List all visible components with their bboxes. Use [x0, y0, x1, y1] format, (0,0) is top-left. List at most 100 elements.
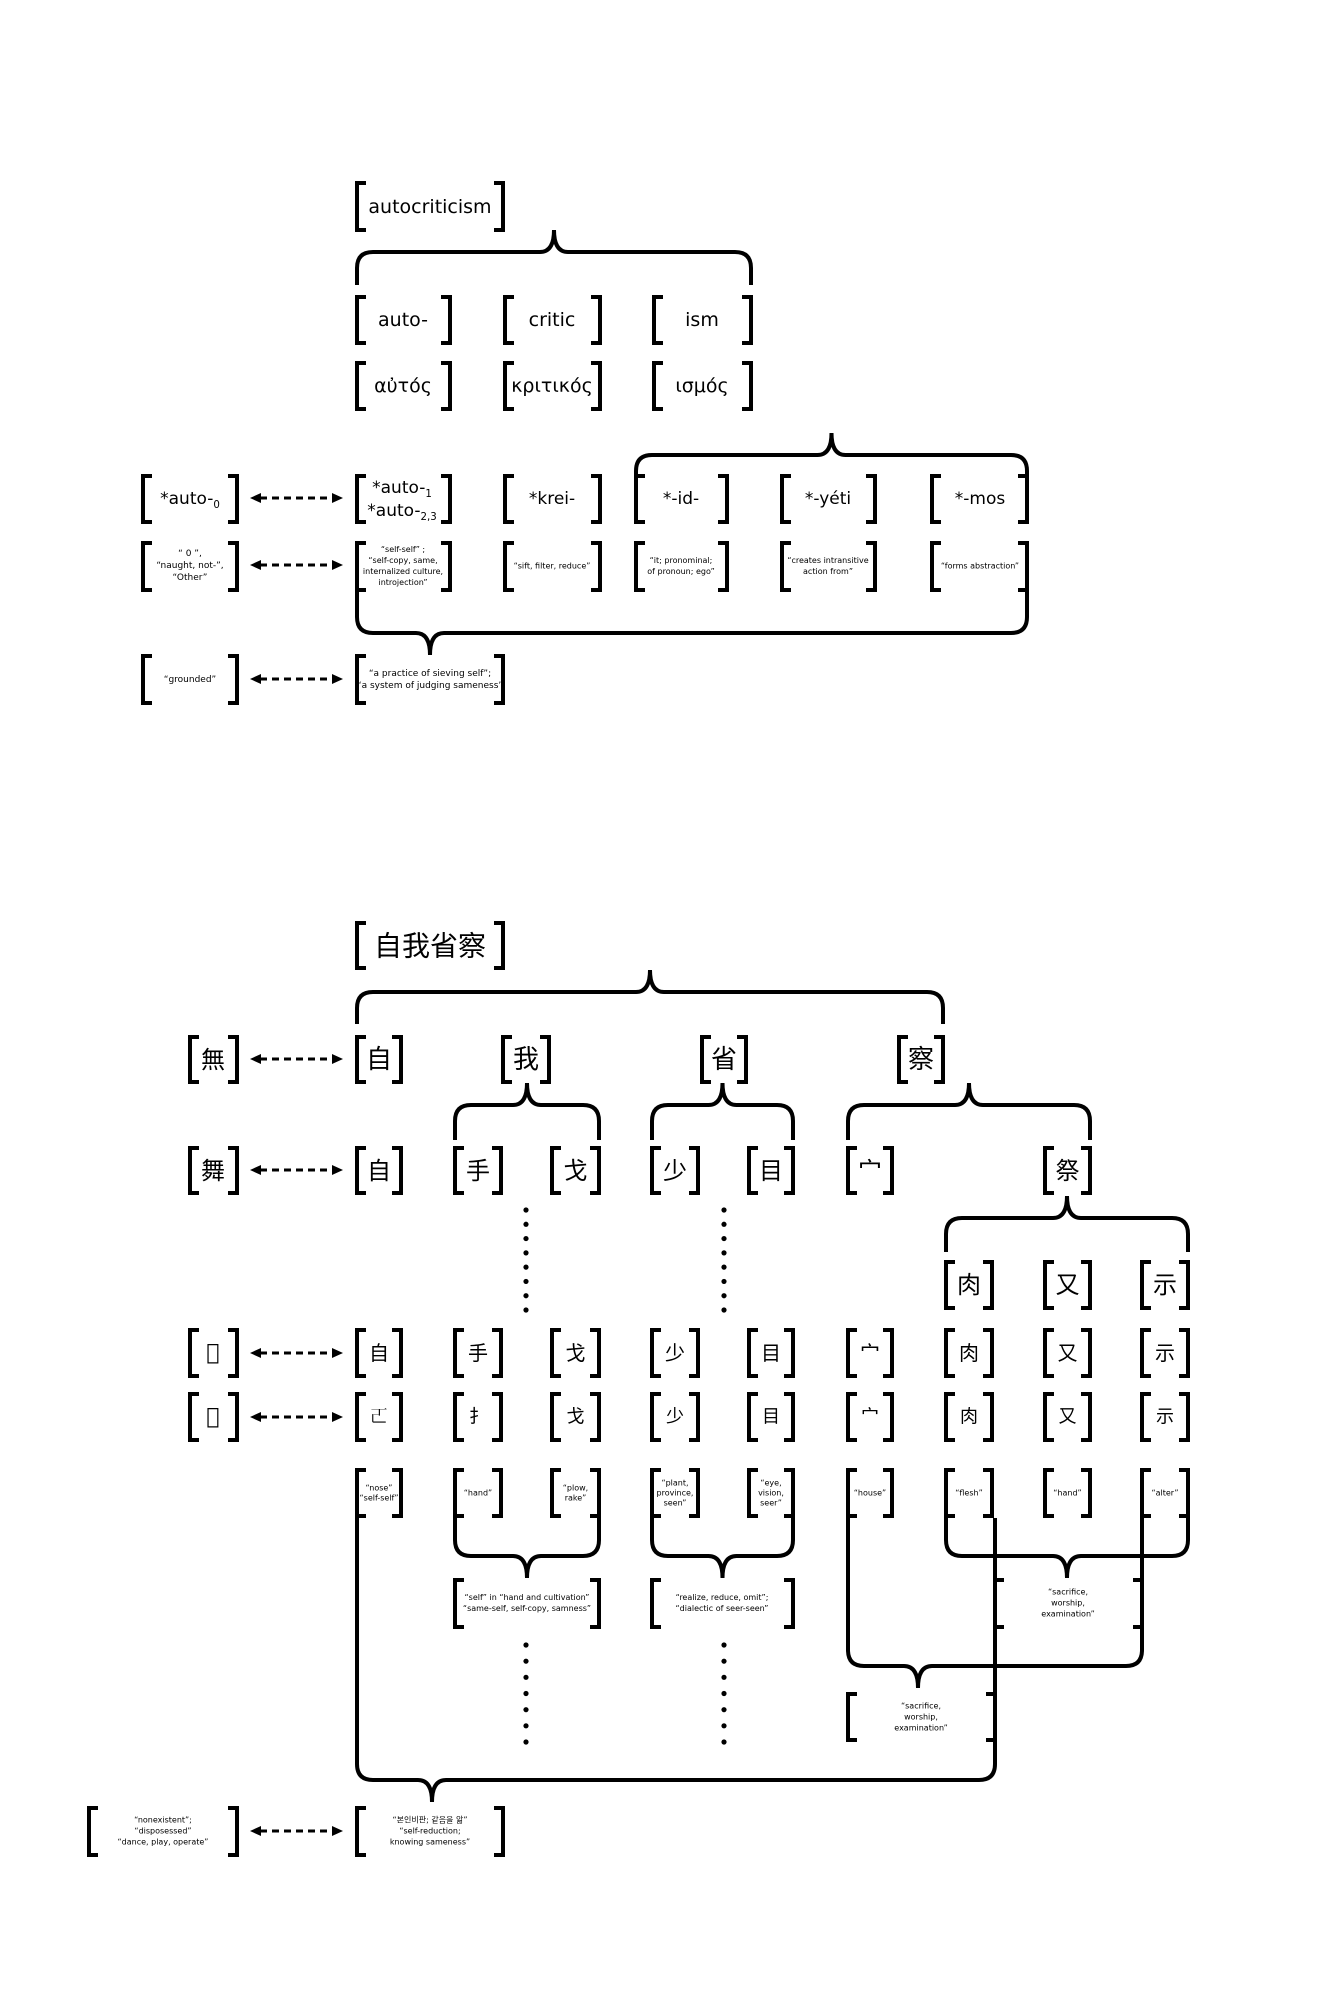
- root-yeti: *-yéti: [805, 489, 851, 509]
- box-oracle-7-left-bracket: [1043, 1392, 1054, 1442]
- box-root-yeti-right-bracket: [866, 474, 877, 524]
- box-seal-0-right-bracket: [392, 1328, 403, 1378]
- brace-ji: [944, 1195, 1190, 1252]
- gloss-id-line-0: “it; pronominal;: [650, 556, 713, 565]
- ji-part-2: 示: [1153, 1271, 1177, 1299]
- root-auto23: *auto-2,3: [367, 501, 436, 523]
- box-hgloss-eye-right-bracket: [784, 1468, 795, 1518]
- hgloss-hand-line-0: “hand”: [464, 1489, 492, 1498]
- seal-6: 肉: [959, 1341, 979, 1365]
- xing-result-line-1: “dialectic of seer-seen”: [676, 1604, 769, 1613]
- box-left-2-right-bracket: [228, 1146, 239, 1195]
- box-seal-5-left-bracket: [846, 1328, 857, 1378]
- gloss-left-line-2: “Other”: [173, 573, 208, 583]
- root-auto1-base: *auto-: [372, 478, 425, 498]
- comp-6: 祭: [1056, 1157, 1080, 1185]
- box-root-id-left-bracket: [634, 474, 645, 524]
- word-hanzi: 自我省察: [374, 930, 486, 963]
- box-part-0-right-bracket: [441, 295, 452, 345]
- box-left-2-left-bracket: [188, 1146, 199, 1195]
- box-result-main-left-bracket: [355, 654, 366, 705]
- gloss-auto-line-1: “self-copy, same,: [368, 556, 437, 565]
- box-comp-3-right-bracket: [689, 1146, 700, 1195]
- gloss-auto-line-0: “self-self” ;: [381, 545, 425, 554]
- box-gloss-krei-left-bracket: [503, 541, 514, 592]
- box-char-2-left-bracket: [700, 1035, 711, 1084]
- root-auto0-subscript: 0: [213, 500, 219, 511]
- box-hgloss-flesh-left-bracket: [944, 1468, 955, 1518]
- char-3: 察: [908, 1045, 934, 1075]
- ji-result-line-1: worship,: [1051, 1599, 1085, 1608]
- box-ji-part-2-left-bracket: [1140, 1260, 1151, 1310]
- box-part-0-left-bracket: [355, 295, 366, 345]
- box-comp-1-left-bracket: [453, 1146, 464, 1195]
- final-main-line-1: “self-reduction;: [399, 1827, 460, 1836]
- box-oracle-8-left-bracket: [1140, 1392, 1151, 1442]
- comp-3: 少: [663, 1157, 687, 1185]
- greek-1: κριτικός: [511, 375, 593, 397]
- box-root-left-left-bracket: [141, 474, 152, 524]
- final-main-line-0: “본인비판; 같음을 앎”: [393, 1815, 468, 1825]
- box-root-left-right-bracket: [228, 474, 239, 524]
- oracle-4: 目: [762, 1407, 780, 1428]
- gloss-yeti-line-0: “creates intransitive: [787, 556, 868, 565]
- box-hgloss-house-left-bracket: [846, 1468, 857, 1518]
- cha-result-line-2: examination”: [894, 1724, 947, 1733]
- box-gloss-mos-left-bracket: [930, 541, 941, 592]
- box-oracle-1-right-bracket: [492, 1392, 503, 1442]
- box-oracle-2-left-bracket: [550, 1392, 561, 1442]
- seal-5: 宀: [860, 1341, 880, 1365]
- seal-2: 戈: [566, 1341, 586, 1365]
- box-ji-part-1-left-bracket: [1043, 1260, 1054, 1310]
- wo-result-line-1: “same-self, self-copy, samness”: [463, 1604, 591, 1613]
- dots-xing-lower: [721, 1642, 727, 1745]
- greek-2: ισμός: [675, 375, 728, 397]
- cha-result-line-0: “sacrifice,: [901, 1702, 941, 1711]
- box-final-left-left-bracket: [87, 1806, 98, 1857]
- hgloss-house-line-0: “house”: [854, 1489, 886, 1498]
- box-comp-2-left-bracket: [550, 1146, 561, 1195]
- box-gloss-auto-right-bracket: [441, 541, 452, 592]
- dots-xing-upper: [721, 1207, 727, 1313]
- char-1: 我: [513, 1045, 539, 1075]
- box-seal-6-right-bracket: [983, 1328, 994, 1378]
- root-mos: *-mos: [955, 489, 1006, 509]
- brace-wo-result: [453, 1518, 601, 1579]
- box-oracle-6-left-bracket: [944, 1392, 955, 1442]
- box-final-left-right-bracket: [228, 1806, 239, 1857]
- oracle-5: 宀: [861, 1407, 879, 1428]
- left-char-1: 舞: [201, 1157, 225, 1185]
- box-seal-6-left-bracket: [944, 1328, 955, 1378]
- box-hgloss-eye-left-bracket: [747, 1468, 758, 1518]
- box-cha-result-left-bracket: [846, 1692, 857, 1742]
- hgloss-flesh-line-0: “flesh”: [955, 1489, 983, 1498]
- root-auto1: *auto-1: [372, 478, 432, 500]
- box-left-4-right-bracket: [228, 1392, 239, 1442]
- box-part-1-left-bracket: [503, 295, 514, 345]
- box-oracle-8-right-bracket: [1179, 1392, 1190, 1442]
- box-root-auto-left-bracket: [355, 474, 366, 524]
- box-gloss-left-right-bracket: [228, 541, 239, 592]
- box-seal-1-left-bracket: [453, 1328, 464, 1378]
- result-main-line-0: “a practice of sieving self”;: [369, 669, 491, 679]
- box-comp-5-right-bracket: [883, 1146, 894, 1195]
- box-left-1-right-bracket: [228, 1035, 239, 1084]
- box-oracle-0-right-bracket: [392, 1392, 403, 1442]
- box-char-1-left-bracket: [501, 1035, 512, 1084]
- arrow-final: [250, 1826, 343, 1836]
- gloss-left-line-0: “ 0 ”,: [178, 549, 202, 559]
- box-oracle-1-left-bracket: [453, 1392, 464, 1442]
- box-comp-2-right-bracket: [590, 1146, 601, 1195]
- box-result-left-right-bracket: [228, 654, 239, 705]
- oracle-3: 少: [666, 1407, 684, 1428]
- seal-3: 少: [665, 1341, 685, 1365]
- ji-result-line-2: examination”: [1041, 1610, 1094, 1619]
- box-seal-5-right-bracket: [883, 1328, 894, 1378]
- arrow-row1: [250, 1054, 343, 1064]
- arrow-row4: [250, 1348, 343, 1358]
- box-oracle-5-right-bracket: [883, 1392, 894, 1442]
- box-hgloss-alter-left-bracket: [1140, 1468, 1151, 1518]
- box-final-main-right-bracket: [494, 1806, 505, 1857]
- oracle-1: 扌: [469, 1407, 487, 1428]
- gloss-auto-line-3: introjection”: [378, 578, 427, 587]
